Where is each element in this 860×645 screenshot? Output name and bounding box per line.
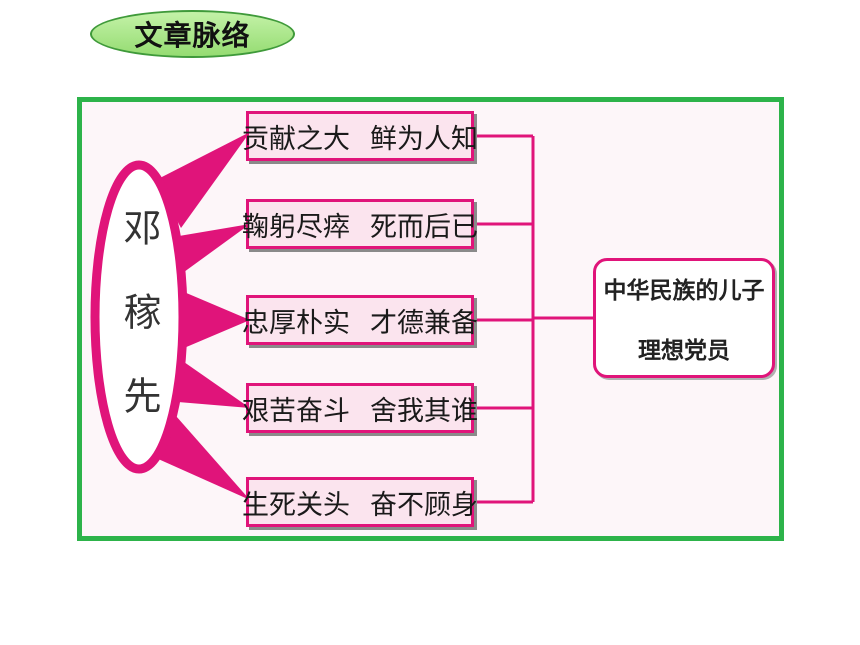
spike-4 bbox=[178, 362, 250, 408]
trait-box-4: 艰苦奋斗 舍我其谁 bbox=[242, 383, 478, 433]
trait-box-2: 鞠躬尽瘁 死而后已 bbox=[242, 199, 478, 249]
trait-box-1: 贡献之大 鲜为人知 bbox=[242, 111, 478, 161]
trait-box-3: 忠厚朴实 才德兼备 bbox=[242, 295, 478, 345]
name-ellipse bbox=[90, 160, 188, 474]
spike-5 bbox=[156, 416, 250, 500]
conclusion-line-1: 中华民族的儿子 bbox=[603, 278, 765, 304]
trait-right: 奋不顾身 bbox=[370, 489, 478, 521]
connector-lines bbox=[474, 134, 593, 504]
trait-left: 生死关头 bbox=[242, 489, 350, 521]
trait-left: 忠厚朴实 bbox=[242, 307, 350, 339]
trait-left: 鞠躬尽瘁 bbox=[242, 211, 350, 243]
spike-3 bbox=[184, 292, 250, 348]
center-name: 邓稼先 bbox=[117, 208, 161, 460]
trait-left: 贡献之大 bbox=[242, 123, 350, 155]
trait-right: 才德兼备 bbox=[370, 307, 478, 339]
trait-box-5: 生死关头 奋不顾身 bbox=[242, 477, 478, 527]
section-title-badge: 文章脉络 bbox=[90, 10, 295, 58]
trait-right: 鲜为人知 bbox=[370, 123, 478, 155]
section-title: 文章脉络 bbox=[134, 19, 251, 52]
conclusion-line-2: 理想党员 bbox=[638, 338, 730, 364]
spike-1 bbox=[156, 132, 250, 228]
conclusion-box: 中华民族的儿子 理想党员 bbox=[593, 258, 775, 378]
spike-2 bbox=[179, 224, 250, 272]
trait-left: 艰苦奋斗 bbox=[242, 395, 350, 427]
trait-right: 死而后已 bbox=[370, 211, 478, 243]
trait-right: 舍我其谁 bbox=[370, 395, 478, 427]
